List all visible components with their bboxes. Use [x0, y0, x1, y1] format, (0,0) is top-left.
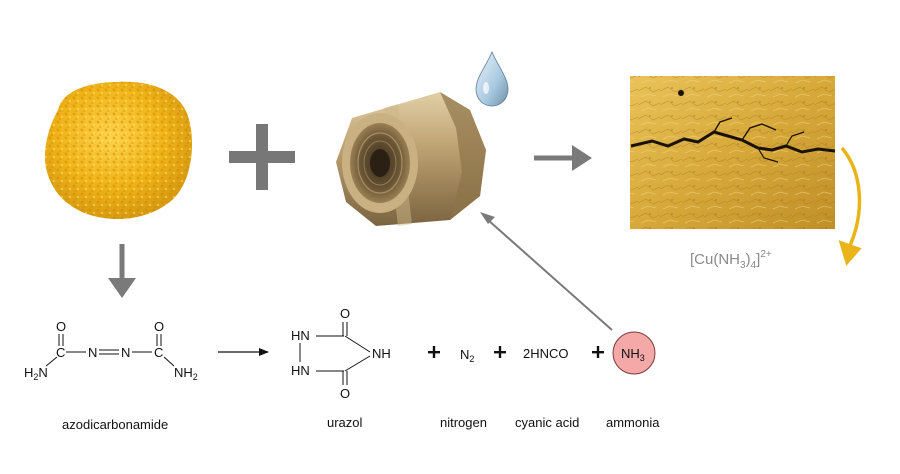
- ammonia-return-arrow: [480, 212, 613, 331]
- atom-n-right: N: [121, 345, 130, 360]
- atom-n-left: N: [88, 345, 97, 360]
- plus-sign-2: [494, 346, 506, 358]
- water-drop-icon: [475, 50, 509, 107]
- label-ammonia: ammonia: [606, 415, 660, 430]
- copper-ammonia-complex-label: [Cu(NH3)4]2+: [690, 249, 772, 271]
- plus-sign-large: [229, 124, 295, 190]
- label-urazol: urazol: [327, 415, 363, 430]
- azodicarbonamide-structure: O C N N C O H2N NH2: [24, 319, 198, 382]
- atom-o-right: O: [154, 319, 164, 334]
- plus-sign-1: [428, 346, 440, 358]
- arrow-down-to-formula: [108, 244, 136, 298]
- atom-o-left: O: [56, 319, 66, 334]
- azodicarbonamide-powder-image: [44, 81, 193, 220]
- atom-hn-bottom: HN: [291, 363, 310, 378]
- atom-nh2: NH2: [174, 365, 198, 382]
- curved-arrow: [838, 146, 862, 266]
- atom-nh: NH: [372, 346, 391, 361]
- formula-n2: N2: [460, 347, 474, 364]
- brass-fitting-image: [336, 92, 486, 226]
- formula-cyanic-acid: 2HNCO: [523, 346, 569, 361]
- label-azodicarbonamide: azodicarbonamide: [62, 417, 169, 432]
- formula-nh3: NH3: [621, 346, 645, 363]
- atom-o-bottom: O: [340, 386, 350, 401]
- crack-micrograph-image: [630, 76, 836, 229]
- atom-hn-top: HN: [291, 328, 310, 343]
- label-nitrogen: nitrogen: [440, 415, 487, 430]
- label-cyanic-acid: cyanic acid: [515, 415, 580, 430]
- ammonia-circle: NH3: [612, 331, 656, 375]
- atom-o-top: O: [340, 306, 350, 321]
- arrow-to-micrograph: [534, 145, 592, 171]
- atom-c-right: C: [154, 345, 163, 360]
- plus-sign-3: [592, 346, 604, 358]
- atom-h2n: H2N: [24, 365, 48, 382]
- urazol-structure: HN HN O O NH: [291, 306, 391, 401]
- atom-c-left: C: [56, 345, 65, 360]
